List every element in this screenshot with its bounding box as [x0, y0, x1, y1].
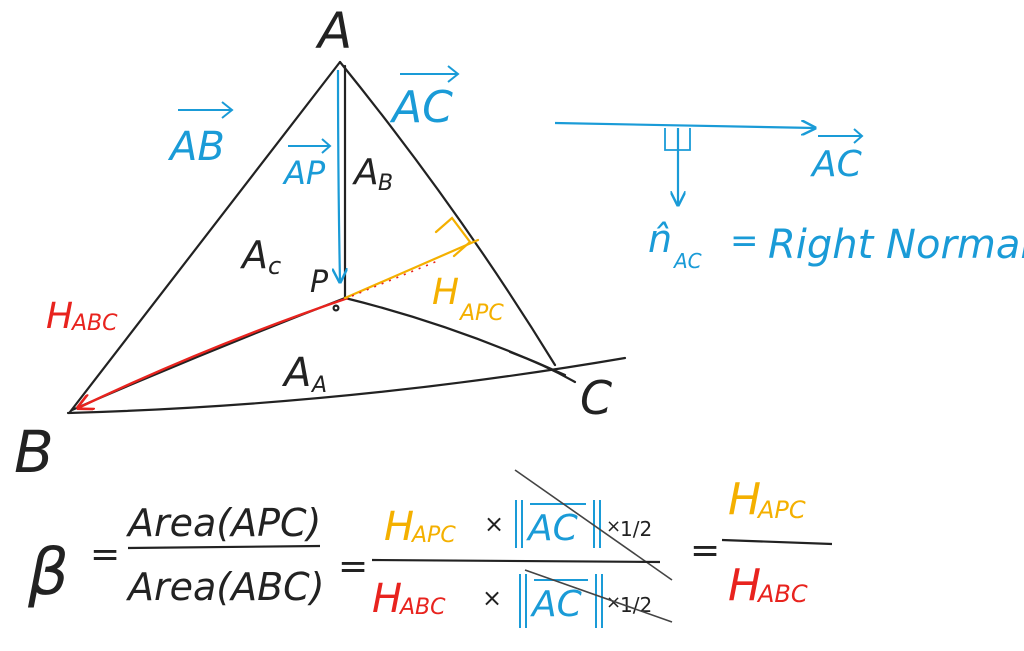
region-label-aa: A A [281, 350, 327, 398]
label-point-p: P [310, 265, 329, 300]
eq-num2-h: H [384, 504, 414, 550]
eq-num2-norm-bars [515, 500, 601, 548]
normal-label: n̂ AC = Right Normal [648, 217, 1024, 273]
label-vertex-a: A [315, 2, 352, 60]
region-ab-main: A [352, 152, 379, 193]
vector-ab-text: AB [167, 124, 225, 170]
ac-direction-arrow [554, 123, 815, 128]
normal-symbol: n̂ [648, 217, 672, 261]
vector-ac-overarrow [400, 65, 460, 83]
vector-label-ab: AB [167, 101, 234, 170]
eq-num3-h: H [728, 474, 761, 525]
edge-ab [68, 60, 342, 414]
height-apc-main: H [432, 272, 459, 313]
height-label-apc: H APC [432, 272, 504, 326]
vector-ap-text: AP [282, 154, 326, 192]
vector-label-ac: AC [389, 65, 460, 133]
label-vertex-c: C [580, 371, 612, 425]
eq-den2-h: H [372, 576, 402, 622]
edge-pc [343, 296, 567, 377]
vector-ap-overarrow [288, 138, 332, 154]
eq-den1: Area(ABC) [125, 565, 325, 609]
region-aa-sub: A [310, 373, 327, 398]
eq-equals-1: = [90, 534, 120, 575]
normal-equals: = [730, 221, 759, 261]
eq-num2-half: 1/2 [620, 517, 652, 541]
height-label-abc: H ABC [46, 296, 118, 337]
eq-den3-h: H [728, 560, 761, 611]
region-ac-main: A [239, 233, 268, 277]
eq-fraction-bar-3 [721, 538, 833, 546]
vector-label-ap: AP [282, 138, 332, 192]
vector-label-ac-right: AC [810, 128, 864, 185]
region-ac-sub: c [268, 252, 281, 280]
normal-subscript: AC [672, 249, 702, 273]
eq-num3-h-sub: APC [756, 496, 806, 524]
point-p-dot [332, 304, 340, 312]
region-ab-sub: B [378, 171, 393, 196]
eq-equals-3: = [690, 530, 720, 571]
eq-num2-h-sub: APC [410, 523, 456, 548]
eq-den2-norm-bars [519, 574, 603, 628]
eq-den2-cancel [524, 569, 673, 623]
barycentric-equation: β = Area(APC) Area(ABC) = H APC × AC × 1… [27, 469, 833, 628]
dotted-red-guide [351, 259, 441, 297]
height-abc-main: H [46, 296, 73, 337]
eq-den2-h-sub: ABC [398, 595, 446, 620]
height-apc-line [343, 238, 480, 300]
eq-den3-h-sub: ABC [756, 580, 808, 608]
region-label-ac: A c [239, 233, 281, 280]
eq-fraction-bar-1 [127, 544, 321, 550]
vector-ab-overarrow [178, 101, 234, 119]
eq-den2-times: × [482, 584, 502, 612]
height-apc-sub: APC [458, 301, 504, 326]
eq-den2-norm: AC [530, 584, 583, 625]
eq-equals-2: = [338, 546, 368, 587]
edge-ac [338, 60, 557, 367]
region-aa-main: A [281, 350, 311, 396]
height-apc-group [343, 216, 480, 300]
triangle-outline [66, 60, 627, 415]
vector-ac-text: AC [389, 82, 453, 133]
normal-right-angle [664, 128, 691, 151]
eq-num2-times: × [484, 510, 504, 538]
eq-lhs: β [27, 536, 69, 610]
label-vertex-b: B [14, 418, 54, 486]
normal-text: Right Normal [768, 222, 1024, 268]
eq-den2-times2: × [606, 592, 621, 613]
right-angle-marker [434, 216, 472, 258]
edge-bc [66, 356, 627, 415]
vector-ac-right-text: AC [810, 144, 863, 185]
eq-num2-norm: AC [526, 508, 579, 549]
eq-fraction-bar-2 [371, 558, 661, 564]
eq-num2-times2: × [606, 516, 621, 537]
vector-ac-right-overarrow [818, 128, 864, 144]
vector-ap-arrow [338, 69, 340, 282]
region-label-ab: A B [352, 152, 393, 196]
eq-num1: Area(APC) [125, 501, 321, 545]
height-abc-line [78, 296, 349, 408]
height-abc-sub: ABC [70, 311, 118, 336]
